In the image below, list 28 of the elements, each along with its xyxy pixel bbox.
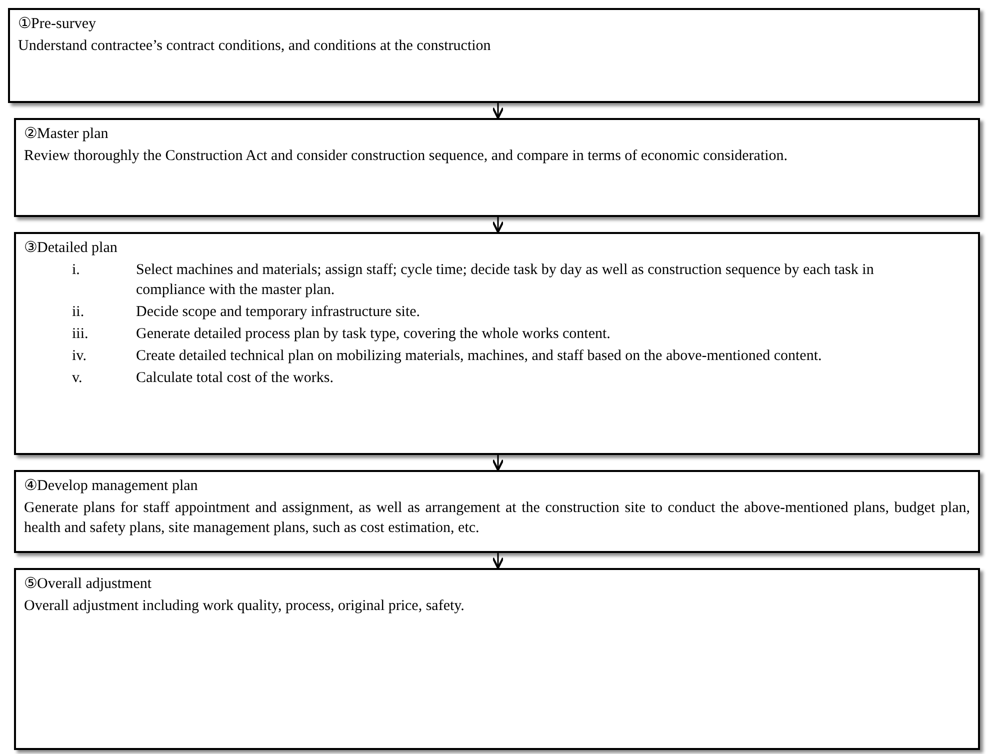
arrow <box>492 455 504 471</box>
list-item: Calculate total cost of the works. <box>136 369 334 388</box>
list-item: Generate detailed process plan by task type, covering the whole works content. <box>136 325 612 344</box>
arrow <box>492 217 504 233</box>
step-box <box>14 232 980 455</box>
step-description: Review thoroughly the Construction Act and consider construction sequence, and compare in terms of economic consideration. <box>24 147 789 166</box>
arrow <box>492 103 504 119</box>
step-title: ②Master plan <box>24 125 110 144</box>
step-title: ④Develop management plan <box>24 477 199 496</box>
list-numeral: ii. <box>72 303 86 322</box>
list-numeral: iv. <box>72 347 88 366</box>
step-box <box>14 118 980 217</box>
step-description: Overall adjustment including work quality, process, original price, safety. <box>24 597 466 616</box>
step-title: ①Pre-survey <box>18 15 97 34</box>
list-numeral: i. <box>72 261 81 280</box>
step-title: ③Detailed plan <box>24 239 118 258</box>
step-box <box>14 470 980 553</box>
list-numeral: iii. <box>72 325 90 344</box>
step-description: Understand contractee’s contract conditions, and conditions at the construction <box>18 37 492 56</box>
list-item: Decide scope and temporary infrastructure site. <box>136 303 422 322</box>
step-description: Generate plans for staff appointment and assignment, as well as arrangement at the construction site to conduct the above-mentioned plans, budget plan, health and safety plans, site management plans, such as cost estimation, etc. <box>24 499 970 538</box>
step-box <box>14 568 980 750</box>
arrow <box>492 553 504 569</box>
step-title: ⑤Overall adjustment <box>24 575 153 594</box>
list-item: Create detailed technical plan on mobilizing materials, machines, and staff based on the above-mentioned content. <box>136 347 823 366</box>
step-box <box>8 8 980 103</box>
list-numeral: v. <box>72 369 84 388</box>
list-item: Select machines and materials; assign staff; cycle time; decide task by day as well as construction sequence by each task in compliance with the master plan. <box>136 261 875 300</box>
